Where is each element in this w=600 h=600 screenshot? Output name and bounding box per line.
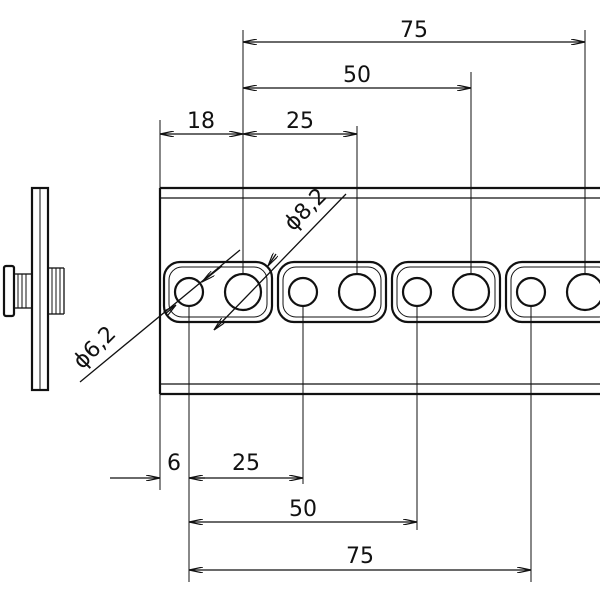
dim-label: 75 bbox=[346, 544, 374, 569]
slot-segment bbox=[504, 260, 600, 324]
hole-large bbox=[223, 272, 263, 312]
hole-small bbox=[287, 276, 319, 308]
dim-bottom-25: 25 bbox=[189, 451, 303, 478]
dim-top-25: 25 bbox=[243, 109, 357, 134]
dim-label: 25 bbox=[286, 109, 314, 134]
dim-label: ϕ8,2 bbox=[280, 184, 333, 237]
slot-segment bbox=[276, 260, 388, 324]
dim-top-18: 18 bbox=[160, 109, 243, 134]
dim-diameter-small: ϕ6,2 bbox=[69, 249, 241, 383]
rail-body bbox=[158, 186, 600, 396]
dim-bottom-75: 75 bbox=[189, 544, 531, 570]
dim-label: 75 bbox=[400, 18, 428, 43]
fitting-side-view bbox=[2, 186, 65, 392]
dim-label: 50 bbox=[289, 497, 317, 522]
slot-chain bbox=[162, 260, 600, 324]
hole-large bbox=[337, 272, 377, 312]
dim-label: 18 bbox=[187, 109, 215, 134]
fitting-bolt-shank bbox=[13, 273, 33, 309]
hole-large bbox=[451, 272, 491, 312]
dim-bottom-6: 6 bbox=[110, 451, 205, 478]
slot-segment bbox=[162, 260, 274, 324]
dim-label: 6 bbox=[167, 451, 181, 476]
dim-label: 50 bbox=[343, 63, 371, 88]
fitting-bolt-head bbox=[2, 264, 16, 318]
fitting-thread bbox=[17, 267, 65, 315]
hole-small bbox=[401, 276, 433, 308]
dim-top-75: 75 bbox=[243, 18, 585, 43]
dim-bottom-50: 50 bbox=[189, 497, 417, 522]
hole-large bbox=[565, 272, 600, 312]
extension-lines bbox=[159, 30, 586, 582]
dim-top-50: 50 bbox=[243, 63, 471, 88]
hole-small bbox=[515, 276, 547, 308]
dim-label: 25 bbox=[232, 451, 260, 476]
slot-segment bbox=[390, 260, 502, 324]
dim-label: ϕ6,2 bbox=[69, 322, 122, 375]
